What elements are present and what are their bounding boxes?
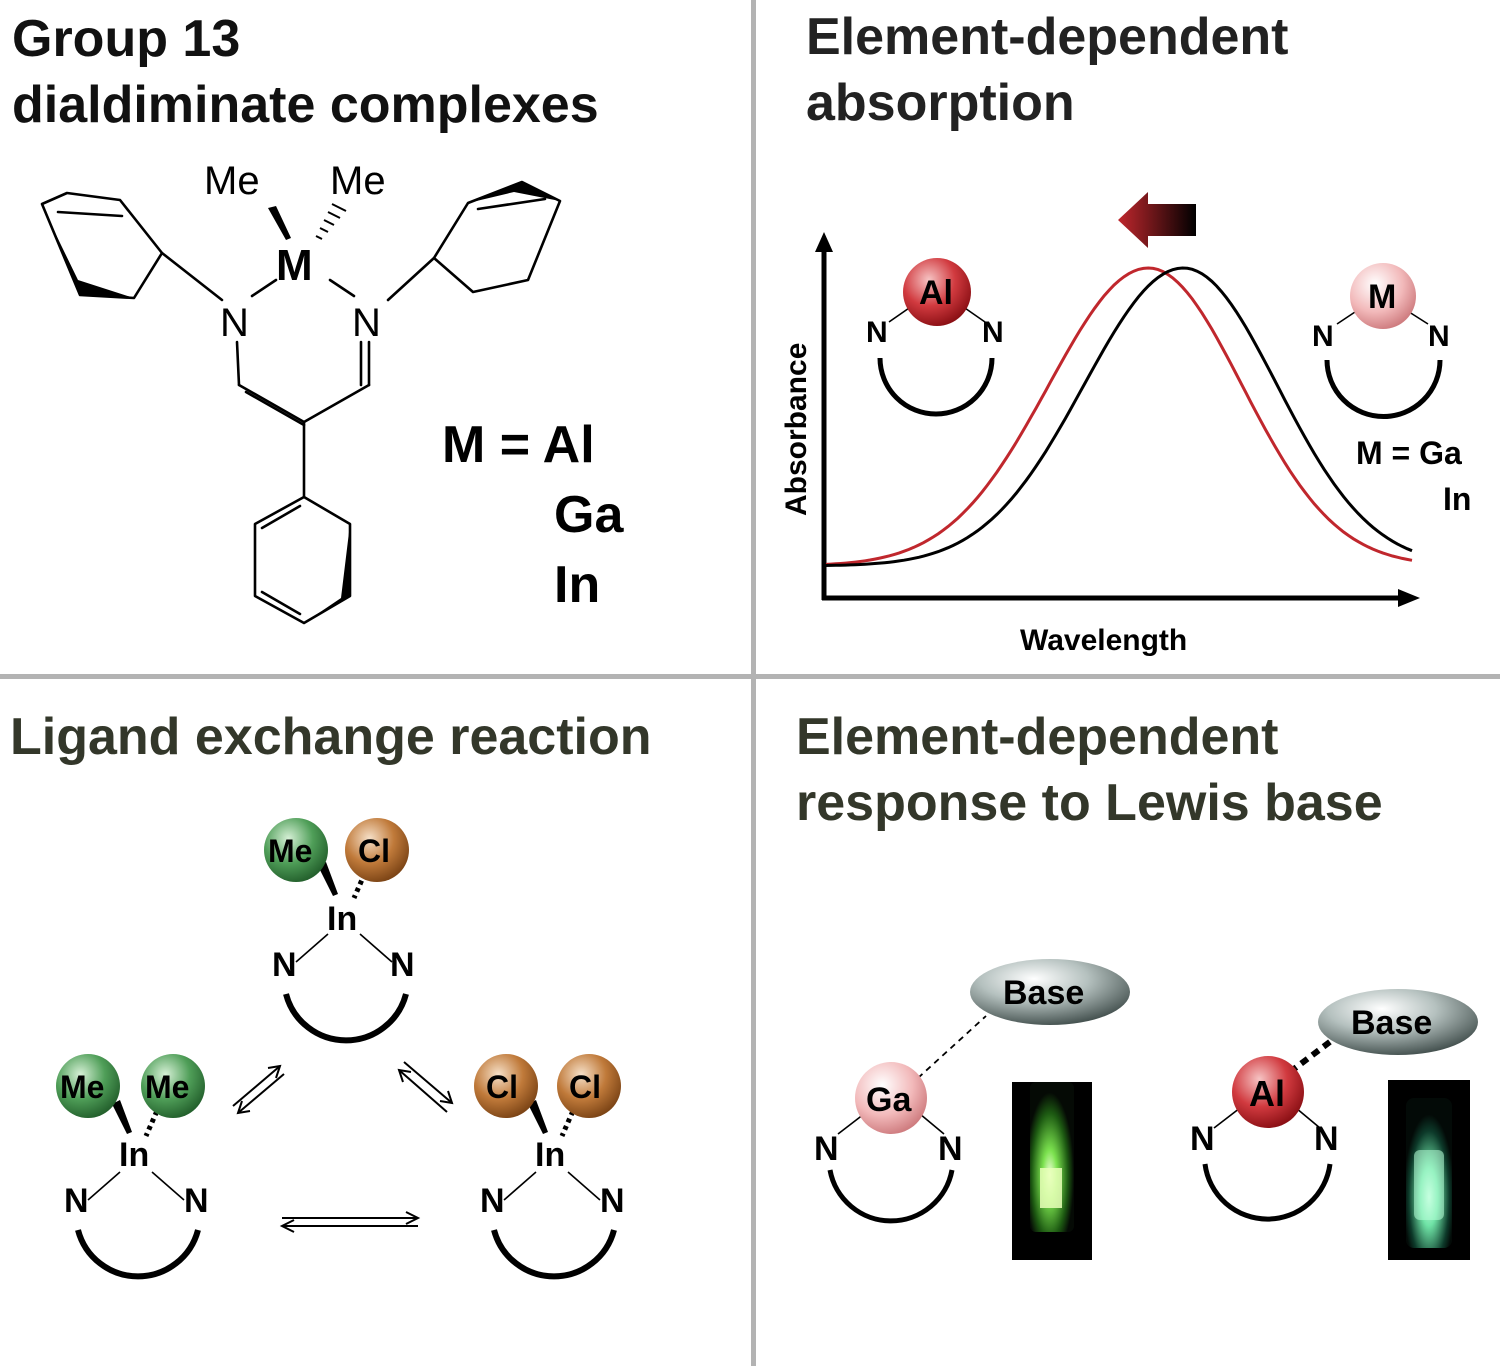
metal-m-label: M — [276, 241, 313, 290]
bold-edge-left — [44, 210, 134, 298]
nitrogen-label: N — [272, 946, 297, 984]
series-line-ga-in — [825, 266, 1413, 567]
metal-equation: M = Al — [442, 416, 595, 474]
m-chelate-icon: M N N — [1312, 263, 1450, 419]
nitrogen-label: N — [814, 1130, 839, 1168]
title-line-2: response to Lewis base — [796, 774, 1383, 832]
horizontal-divider — [0, 674, 1500, 679]
nitrogen-label: N — [982, 316, 1004, 349]
y-axis-label: Absorbance — [780, 343, 813, 516]
al-chelate-icon: Al N N — [866, 258, 1004, 417]
m-equals-ga: M = Ga — [1356, 435, 1462, 471]
ligand-me-label: Me — [145, 1069, 189, 1105]
nitrogen-label: N — [1312, 320, 1334, 353]
ligand-cl-label: Cl — [486, 1069, 518, 1105]
title-element-dependent-absorption: Element-dependent absorption — [806, 4, 1289, 136]
x-axis-label: Wavelength — [1020, 624, 1187, 657]
nitrogen-label: N — [938, 1130, 963, 1168]
me-hash-bond — [315, 203, 347, 240]
title-line-1: Element-dependent — [796, 708, 1279, 766]
nitrogen-left-label: N — [220, 301, 249, 345]
title-line-1: Group 13 — [12, 10, 241, 68]
equilibrium-arrow-left — [232, 1064, 285, 1115]
metal-option-in: In — [554, 556, 600, 614]
ga-label: Ga — [866, 1081, 912, 1119]
equilibrium-arrow-bottom — [279, 1211, 421, 1233]
title-line-1: Element-dependent — [806, 8, 1289, 66]
title-line-2: absorption — [806, 74, 1075, 132]
vertical-divider — [751, 0, 756, 1366]
base-label: Base — [1351, 1004, 1432, 1042]
equilibrium-arrow-right — [397, 1061, 454, 1113]
metal-in-label: In — [535, 1136, 565, 1174]
al-label: Al — [1249, 1073, 1285, 1114]
me-wedge-bond — [268, 206, 291, 240]
nitrogen-label: N — [1314, 1120, 1339, 1158]
y-axis-arrowhead — [815, 232, 833, 252]
series-line-al — [825, 266, 1413, 566]
ga-emission-photo — [1012, 1082, 1092, 1260]
nitrogen-label: N — [600, 1182, 625, 1220]
m-label: M — [1368, 278, 1396, 316]
metal-in-label: In — [119, 1136, 149, 1174]
bold-edge-right — [468, 182, 560, 203]
title-ligand-exchange: Ligand exchange reaction — [10, 704, 652, 770]
nitrogen-label: N — [1428, 320, 1450, 353]
base-label: Base — [1003, 974, 1084, 1012]
ligand-cl-label: Cl — [569, 1069, 601, 1105]
complex-me-me: Me Me In N N — [56, 1054, 209, 1280]
absorption-chart: Absorbance Wavelength — [780, 192, 1420, 657]
al-label: Al — [919, 274, 953, 312]
metal-in-label: In — [327, 900, 357, 938]
complex-cl-cl: Cl Cl In N N — [474, 1054, 625, 1280]
title-line-1: Ligand exchange reaction — [10, 708, 652, 766]
ga-complex: Base Ga N N — [814, 959, 1130, 1224]
methyl-right-label: Me — [330, 159, 386, 203]
nitrogen-label: N — [184, 1182, 209, 1220]
nitrogen-right-label: N — [352, 301, 381, 345]
x-axis-arrowhead — [1398, 589, 1420, 607]
al-complex: Base Al N N — [1190, 989, 1478, 1222]
ligand-me-label: Me — [60, 1069, 104, 1105]
title-line-2: dialdiminate complexes — [12, 76, 599, 134]
metal-option-ga: Ga — [554, 486, 624, 544]
ligand-me-label: Me — [268, 833, 312, 869]
nitrogen-label: N — [64, 1182, 89, 1220]
nitrogen-label: N — [480, 1182, 505, 1220]
nitrogen-label: N — [1190, 1120, 1215, 1158]
nitrogen-label: N — [390, 946, 415, 984]
bold-edge-bottom — [304, 524, 350, 623]
methyl-left-label: Me — [204, 159, 260, 203]
m-option-in: In — [1443, 481, 1471, 517]
title-lewis-base-response: Element-dependent response to Lewis base — [796, 704, 1383, 836]
complex-me-cl: Me Cl In N N — [264, 818, 415, 1044]
nitrogen-label: N — [866, 316, 888, 349]
blue-shift-arrow — [1118, 192, 1196, 248]
al-emission-photo — [1388, 1080, 1470, 1260]
ligand-cl-label: Cl — [358, 833, 390, 869]
title-group-13: Group 13 dialdiminate complexes — [12, 6, 599, 138]
